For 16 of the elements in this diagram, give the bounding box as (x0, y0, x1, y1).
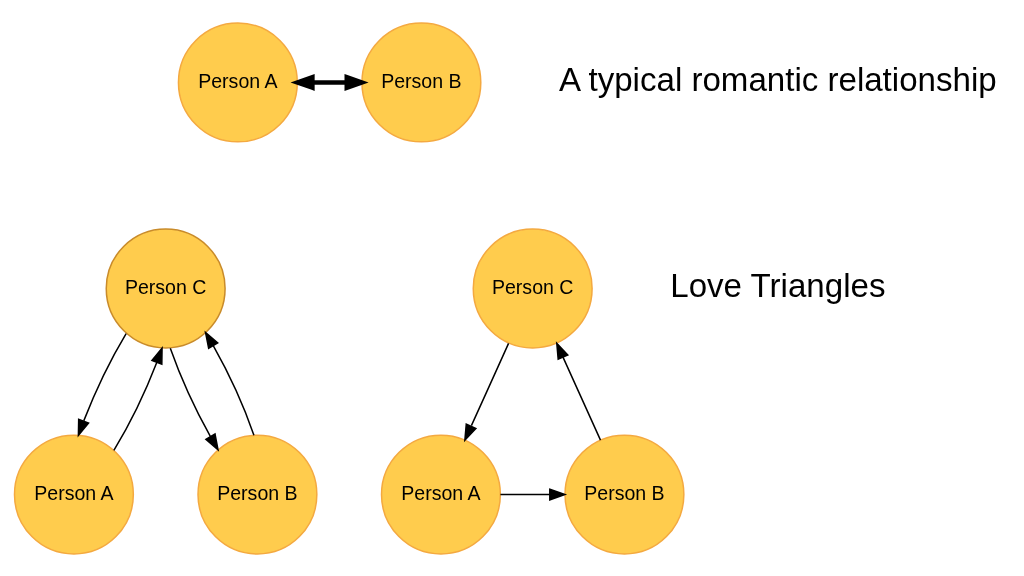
label: A typical romantic relationship (559, 60, 997, 98)
arrow (169, 346, 220, 452)
arrow (555, 340, 602, 441)
arrow (113, 345, 163, 451)
node-circle: Person A (13, 433, 135, 555)
arrow (463, 342, 510, 442)
node-circle: Person B (361, 21, 482, 143)
arrow (77, 332, 127, 437)
node-circle: Person C (472, 227, 593, 349)
node-circle: Person A (380, 433, 502, 555)
arrow (204, 330, 255, 436)
arrow (499, 487, 568, 501)
arrow (290, 73, 369, 91)
node-circle: Person A (177, 21, 299, 143)
label: Love Triangles (670, 266, 886, 304)
node-circle: Person B (564, 433, 685, 555)
